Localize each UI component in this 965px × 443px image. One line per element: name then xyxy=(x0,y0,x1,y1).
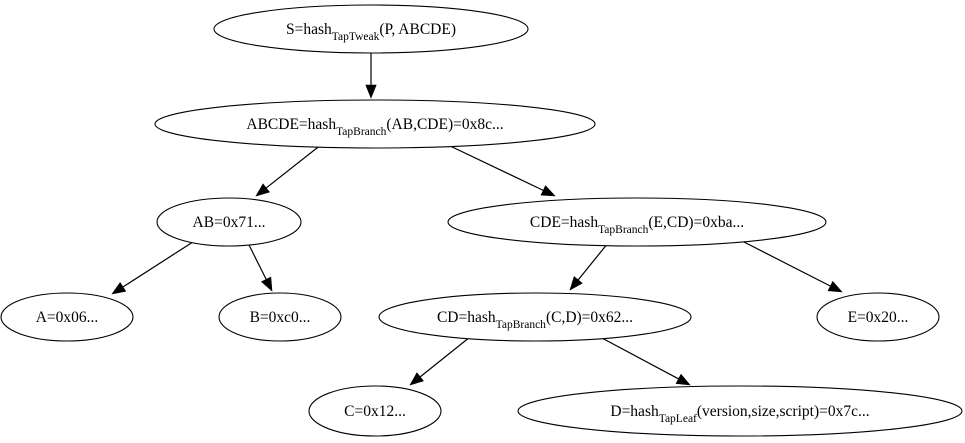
node-d[interactable]: D=hashTapLeaf(version,size,script)=0x7c.… xyxy=(517,385,963,437)
arrowhead-icon xyxy=(827,280,843,293)
edge-CD-to-D xyxy=(599,336,691,386)
label-text: (version,size,script)=0x7c... xyxy=(697,403,870,420)
edge-line xyxy=(418,336,471,379)
arrowhead-icon xyxy=(409,372,424,386)
label-text: B=0xc0... xyxy=(250,309,311,326)
edge-AB-to-B xyxy=(247,242,273,292)
edge-S-to-ABCDE xyxy=(365,53,377,99)
arrowhead-icon xyxy=(569,276,583,291)
label-text: (E,CD)=0xba... xyxy=(648,214,744,231)
arrowhead-icon xyxy=(365,84,377,99)
node-label: E=0x20... xyxy=(848,309,909,326)
label-text: ABCDE=hash xyxy=(246,116,336,133)
node-cde[interactable]: CDE=hashTapBranch(E,CD)=0xba... xyxy=(447,197,827,247)
node-label: AB=0x71... xyxy=(193,214,266,231)
node-label: ABCDE=hashTapBranch(AB,CDE)=0x8c... xyxy=(246,116,503,138)
node-shape xyxy=(308,385,442,437)
nodes-layer: S=hashTapTweak(P, ABCDE)ABCDE=hashTapBra… xyxy=(0,4,963,437)
node-shape xyxy=(378,292,692,342)
node-s[interactable]: S=hashTapTweak(P, ABCDE) xyxy=(213,4,529,54)
edge-ABCDE-to-CDE xyxy=(445,143,556,197)
edge-ABCDE-to-AB xyxy=(255,143,323,197)
node-shape xyxy=(218,292,342,342)
label-text: (AB,CDE)=0x8c... xyxy=(386,116,503,133)
label-text: A=0x06... xyxy=(36,309,99,326)
label-text: (P, ABCDE) xyxy=(379,21,456,38)
arrowhead-icon xyxy=(540,185,556,197)
edge-line xyxy=(599,336,681,381)
edge-line xyxy=(120,239,197,289)
label-text: E=0x20... xyxy=(848,309,909,326)
label-subscript: TapLeaf xyxy=(659,413,697,425)
edges-layer xyxy=(111,53,843,386)
label-text: (C,D)=0x62... xyxy=(546,309,633,326)
node-c[interactable]: C=0x12... xyxy=(308,385,442,437)
node-label: A=0x06... xyxy=(36,309,99,326)
label-text: C=0x12... xyxy=(344,403,406,420)
node-shape xyxy=(447,197,827,247)
node-label: D=hashTapLeaf(version,size,script)=0x7c.… xyxy=(610,403,869,425)
edge-AB-to-A xyxy=(111,239,197,295)
arrowhead-icon xyxy=(261,276,273,292)
edge-line xyxy=(264,143,323,190)
edge-line xyxy=(247,242,268,282)
label-text: CD=hash xyxy=(437,309,496,326)
arrowhead-icon xyxy=(675,373,691,386)
label-subscript: TapTweak xyxy=(332,31,380,43)
node-ab[interactable]: AB=0x71... xyxy=(156,197,302,247)
node-label: S=hashTapTweak(P, ABCDE) xyxy=(286,21,456,43)
node-shape xyxy=(816,292,940,342)
label-subscript: TapBranch xyxy=(598,224,649,236)
node-label: CD=hashTapBranch(C,D)=0x62... xyxy=(437,309,633,331)
label-subscript: TapBranch xyxy=(336,126,387,138)
node-label: CDE=hashTapBranch(E,CD)=0xba... xyxy=(530,214,744,236)
edge-line xyxy=(741,240,833,288)
edge-CD-to-C xyxy=(409,336,471,386)
edge-CDE-to-CD xyxy=(569,242,609,291)
arrowhead-icon xyxy=(111,282,127,295)
node-b[interactable]: B=0xc0... xyxy=(218,292,342,342)
node-label: B=0xc0... xyxy=(250,309,311,326)
label-text: AB=0x71... xyxy=(193,214,266,231)
edge-CDE-to-E xyxy=(741,240,843,293)
label-subscript: TapBranch xyxy=(496,319,547,331)
node-label: C=0x12... xyxy=(344,403,406,420)
node-e[interactable]: E=0x20... xyxy=(816,292,940,342)
node-abcde[interactable]: ABCDE=hashTapBranch(AB,CDE)=0x8c... xyxy=(154,99,596,149)
label-text: S=hash xyxy=(286,21,332,38)
label-text: D=hash xyxy=(610,403,659,420)
node-shape xyxy=(154,99,596,149)
node-a[interactable]: A=0x06... xyxy=(0,292,134,342)
edge-line xyxy=(445,143,546,192)
node-shape xyxy=(517,385,963,437)
node-cd[interactable]: CD=hashTapBranch(C,D)=0x62... xyxy=(378,292,692,342)
node-shape xyxy=(213,4,529,54)
label-text: CDE=hash xyxy=(530,214,598,231)
node-shape xyxy=(156,197,302,247)
node-shape xyxy=(0,292,134,342)
arrowhead-icon xyxy=(255,183,270,197)
edge-line xyxy=(576,242,609,282)
